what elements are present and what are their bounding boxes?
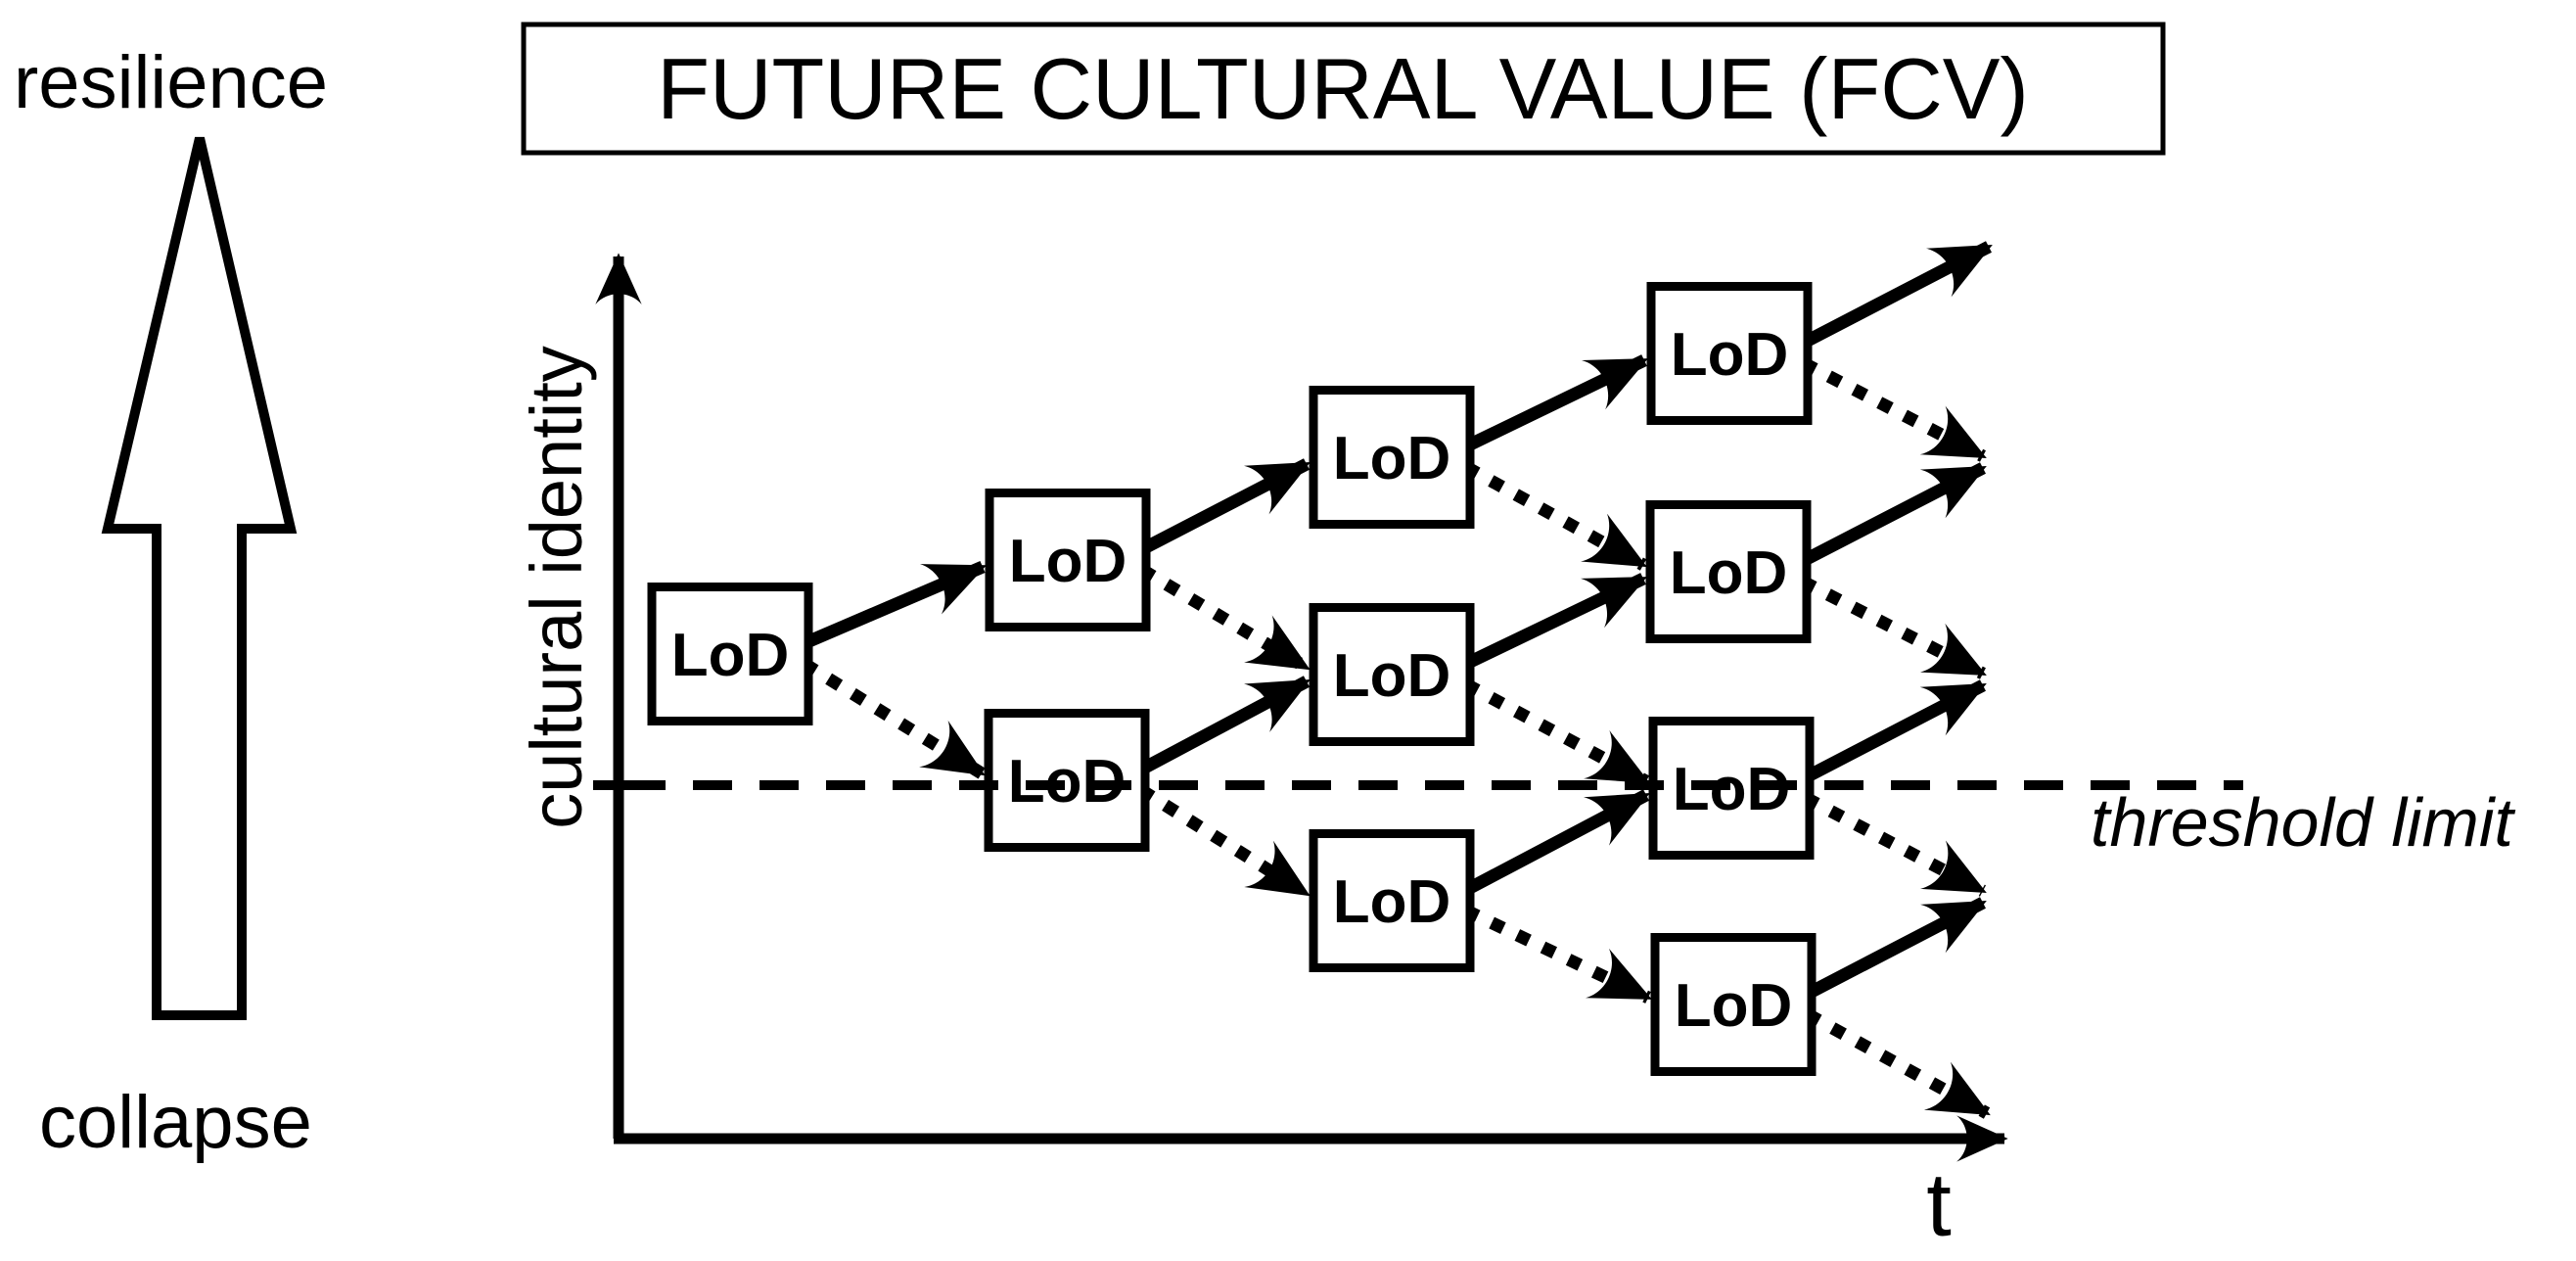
edge-dotted-arrow [1462,678,1650,787]
edge-solid-arrow [1137,676,1311,775]
edge-solid-arrow [1805,897,1987,1000]
edge-dotted-arrow [1137,784,1311,900]
lod-box-t2b [1309,603,1475,746]
node-labels-layer: LoD LoD LoD LoD LoD LoD LoD LoD LoD LoD [671,321,1793,1040]
lod-label-t1a: LoD [1009,528,1127,595]
threshold-label: threshold limit [2091,784,2515,861]
edge-dotted-arrow [1801,357,1987,462]
edge-dotted-arrow [1802,792,1987,897]
lod-label-t0: LoD [671,622,790,689]
lod-box-t2a [1309,386,1475,529]
edge-dotted-arrow [1804,1008,1991,1119]
edge-dotted-arrow [1800,576,1987,679]
edge-dotted-arrow [1463,905,1652,1004]
lod-box-t0 [647,583,813,725]
collapse-label: collapse [39,1081,312,1164]
edge-solid-arrow [1803,679,1987,783]
x-axis-label: t [1926,1155,1952,1255]
edge-solid-arrow [1800,462,1987,567]
edges-layer [801,241,1993,1119]
lod-box-t3c [1648,717,1815,860]
lod-label-t1b: LoD [1008,748,1127,816]
lod-box-t3b [1645,500,1812,643]
nodes-layer [647,282,1817,1076]
y-axis-label: cultural identity [516,346,597,829]
title-box [521,22,2166,156]
lod-label-t3b: LoD [1670,539,1788,607]
edge-solid-arrow [1139,458,1311,555]
lod-label-t3c: LoD [1673,756,1791,823]
lod-box-t1a [985,489,1151,631]
lod-box-t3d [1650,933,1817,1076]
edge-dotted-arrow [1462,461,1647,571]
lod-label-t2a: LoD [1333,425,1451,492]
edge-dotted-arrow [801,658,986,779]
lod-box-t3a [1646,282,1813,425]
lod-label-t3a: LoD [1671,321,1789,389]
title: FUTURE CULTURAL VALUE (FCV) [657,40,2029,137]
edge-solid-arrow [1462,789,1650,896]
edge-solid-arrow [802,561,987,649]
lod-label-t2c: LoD [1333,868,1451,936]
lod-box-t2c [1309,829,1475,972]
gauge-up-arrow [101,136,298,1020]
edge-solid-arrow [1463,573,1647,670]
edge-solid-arrow [1463,354,1648,452]
edge-solid-arrow [1801,241,1993,349]
lod-label-t2b: LoD [1333,642,1451,710]
lod-label-t3d: LoD [1675,972,1793,1040]
resilience-label: resilience [14,41,328,124]
edge-dotted-arrow [1138,564,1311,674]
